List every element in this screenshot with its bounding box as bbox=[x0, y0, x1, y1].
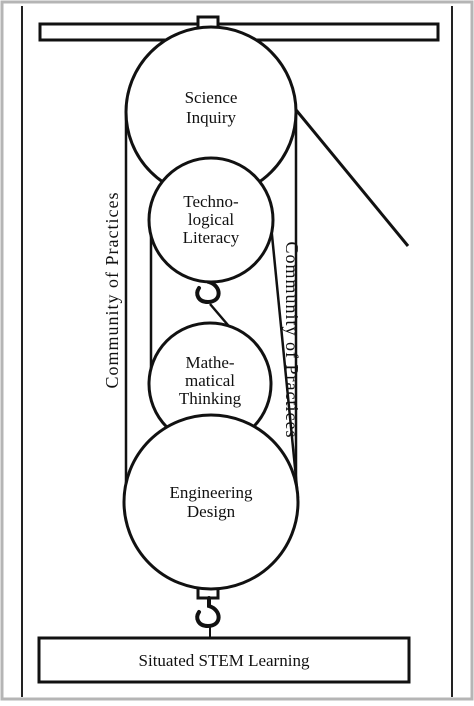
pull-rope bbox=[290, 104, 410, 247]
technological-literacy-wheel bbox=[147, 156, 275, 284]
hook-engineering-icon bbox=[195, 596, 221, 629]
inner-belt-right bbox=[269, 224, 300, 499]
science-label-line-2: Inquiry bbox=[186, 108, 237, 127]
math-label-line-1: Mathe- bbox=[185, 353, 234, 372]
math-label-line-2: matical bbox=[185, 371, 235, 390]
base-label: Situated STEM Learning bbox=[139, 651, 310, 670]
science-label-line-1: Science bbox=[185, 88, 238, 107]
technology-label-line-2: logical bbox=[188, 210, 235, 229]
community-label-left: Community of Practices bbox=[102, 192, 122, 389]
base-box bbox=[37, 636, 411, 684]
engineering-label-line-1: Engineering bbox=[169, 483, 253, 502]
engineering-design-wheel bbox=[122, 413, 300, 591]
community-label-right: Community of Practices bbox=[282, 242, 302, 439]
engineering-label-line-2: Design bbox=[187, 502, 236, 521]
technology-label-line-3: Literacy bbox=[183, 228, 240, 247]
hook-technology-icon bbox=[195, 270, 221, 305]
math-label-line-3: Thinking bbox=[179, 389, 242, 408]
technology-label-line-1: Techno- bbox=[183, 192, 239, 211]
